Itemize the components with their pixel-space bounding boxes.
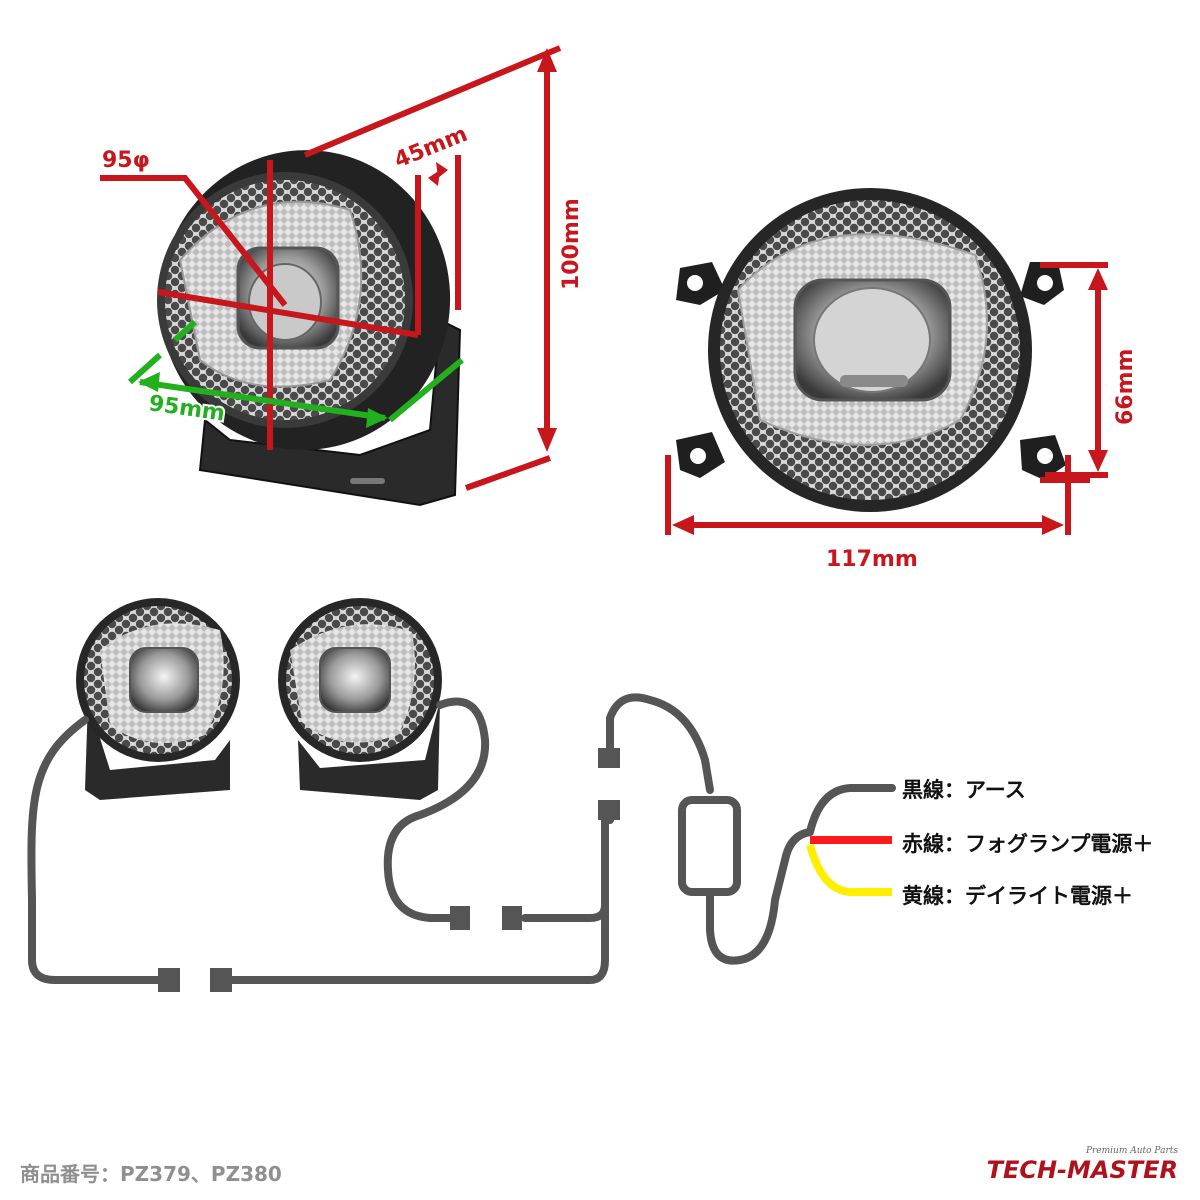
dimension-lines-angled — [100, 45, 562, 491]
fog-lamp-right-small — [278, 598, 442, 800]
brand-name: TECH-MASTER — [986, 1156, 1178, 1184]
fog-lamp-left-small — [76, 598, 240, 800]
dim-label-height: 100mm — [559, 198, 584, 290]
wire-label-yellow: 黄線：デイライト電源＋ — [902, 884, 1133, 908]
dim-label-diameter: 95φ — [102, 148, 150, 173]
dimension-lines-front — [665, 262, 1108, 535]
wire-label-black: 黒線：アース — [902, 778, 1026, 802]
fog-lamp-front-view — [676, 188, 1066, 512]
dim-label-bracket-width: 117mm — [826, 547, 918, 572]
wiring-harness — [27, 693, 896, 984]
brand-tagline: Premium Auto Parts — [1085, 1146, 1178, 1156]
dim-label-bracket-height: 66mm — [1113, 349, 1138, 425]
inline-controller-box — [678, 796, 741, 896]
wire-yellow — [806, 843, 892, 896]
dimension-arrowheads — [428, 48, 557, 452]
product-code: 商品番号：PZ379、PZ380 — [20, 1162, 282, 1186]
connectors — [158, 748, 620, 992]
fog-lamp-angled-view — [157, 150, 462, 507]
wire-label-red: 赤線：フォグランプ電源＋ — [902, 832, 1154, 856]
brand-logo: Premium Auto Parts TECH-MASTER — [987, 1146, 1178, 1184]
dimension-lines-green — [127, 319, 464, 423]
